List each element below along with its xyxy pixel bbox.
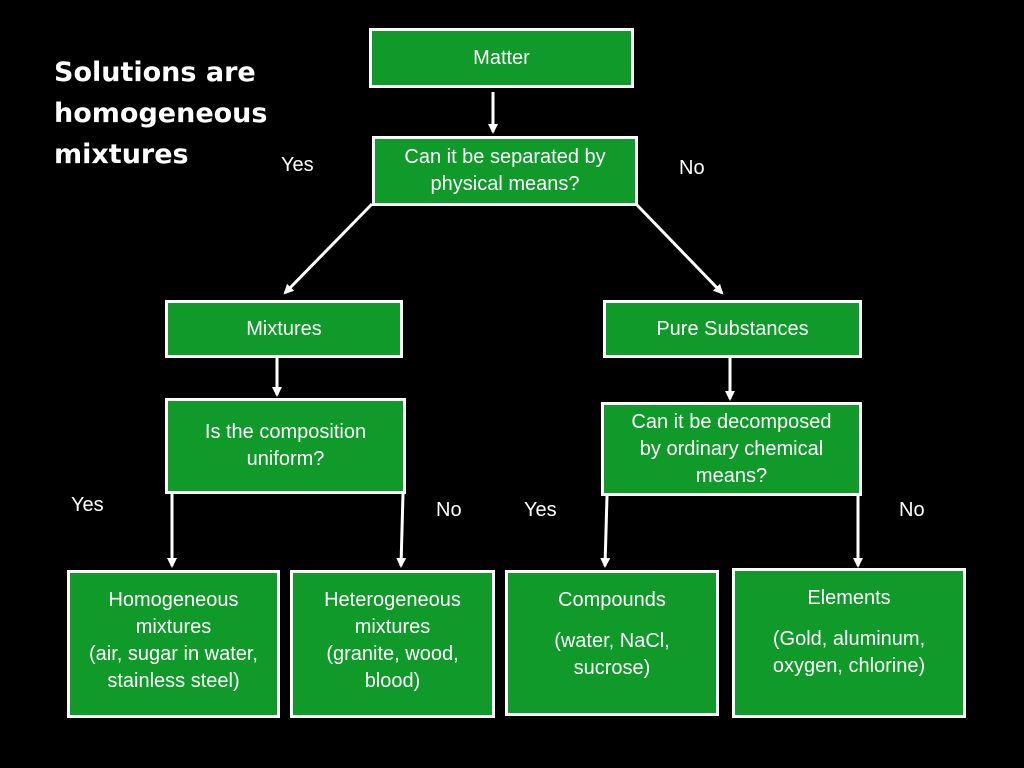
edge-label-uniform-yes: Yes	[71, 494, 104, 516]
node-text: by ordinary chemical	[639, 437, 824, 460]
node-mixtures: Mixtures	[165, 300, 403, 358]
node-text: Elements	[807, 587, 891, 609]
edge-label-decompose-no: No	[899, 499, 925, 521]
edge-label-separable-no: No	[679, 157, 705, 179]
node-text: means?	[695, 464, 768, 487]
headline-line: mixtures	[54, 139, 189, 170]
node-example: stainless steel)	[107, 670, 240, 692]
headline-line: Solutions are	[54, 57, 256, 88]
node-text: Mixtures	[246, 317, 322, 340]
headline-line: homogeneous	[54, 98, 268, 129]
node-example: blood)	[364, 670, 421, 692]
node-matter: Matter	[369, 28, 634, 88]
node-example: (Gold, aluminum,	[772, 628, 926, 650]
node-text: uniform?	[246, 448, 325, 470]
node-example: (granite, wood,	[326, 643, 459, 665]
node-text: physical means?	[430, 173, 580, 195]
node-example: (water, NaCl,	[554, 630, 670, 652]
node-compounds: Compounds (water, NaCl, sucrose)	[505, 570, 719, 716]
node-text: Matter	[473, 46, 530, 69]
node-heterogeneous: Heterogeneous mixtures (granite, wood, b…	[290, 570, 495, 718]
node-uniform-question: Is the composition uniform?	[165, 398, 406, 494]
node-text: Compounds	[558, 589, 666, 611]
node-text: mixtures	[135, 616, 212, 638]
node-example: oxygen, chlorine)	[772, 655, 926, 677]
arrow-decompose-to-compounds	[600, 495, 611, 568]
node-example: (air, sugar in water,	[89, 643, 258, 665]
node-elements: Elements (Gold, aluminum, oxygen, chlori…	[732, 568, 966, 718]
node-text: Can it be separated by	[404, 146, 606, 168]
node-decompose-question: Can it be decomposed by ordinary chemica…	[601, 402, 862, 496]
edge-label-uniform-no: No	[436, 499, 462, 521]
node-text: Heterogeneous	[324, 589, 461, 611]
node-pure-substances: Pure Substances	[603, 300, 862, 358]
edge-label-separable-yes: Yes	[281, 154, 314, 176]
node-text: Can it be decomposed	[631, 410, 832, 433]
headline: Solutions are homogeneous mixtures	[54, 52, 314, 175]
arrow-question-to-mixtures	[283, 202, 374, 295]
node-text: Pure Substances	[656, 317, 809, 340]
node-separable-question: Can it be separated by physical means?	[372, 136, 638, 206]
node-text: Homogeneous	[108, 589, 239, 611]
node-homogeneous: Homogeneous mixtures (air, sugar in wate…	[67, 570, 280, 718]
arrow-question-to-pure	[635, 203, 724, 295]
node-example: sucrose)	[573, 657, 651, 679]
edge-label-decompose-yes: Yes	[524, 499, 557, 521]
node-text: Is the composition	[204, 421, 367, 443]
node-text: mixtures	[354, 616, 431, 638]
arrow-uniform-to-heterogeneous	[396, 493, 407, 568]
